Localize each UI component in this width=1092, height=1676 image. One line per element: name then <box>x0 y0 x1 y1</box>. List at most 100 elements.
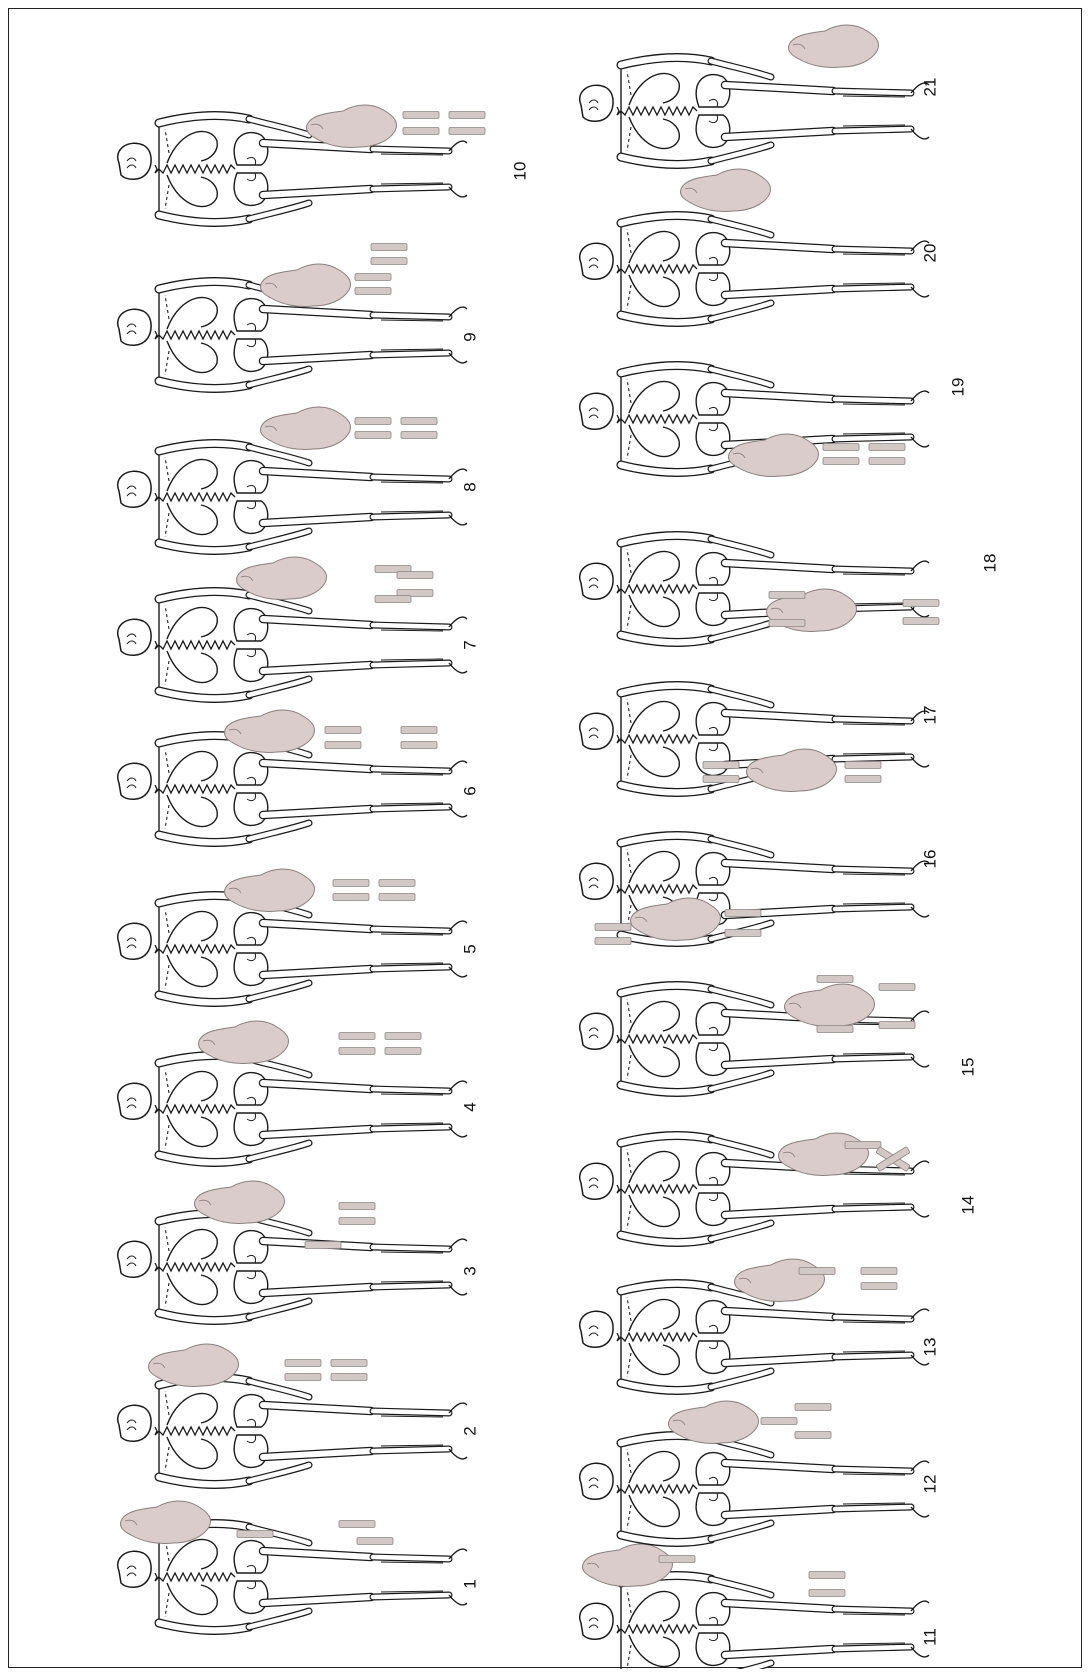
bar-object-6-1 <box>324 726 362 734</box>
skeleton-12 <box>580 1436 929 1543</box>
bar-object-2-1 <box>284 1359 322 1367</box>
burial-label-8: 8 <box>460 482 479 491</box>
bar-object-1-2 <box>338 1520 376 1528</box>
bar-object-1-1 <box>236 1530 274 1538</box>
bar-object-10-3 <box>402 127 440 135</box>
bar-object-5-3 <box>332 893 370 901</box>
textile-7 <box>235 556 328 601</box>
bar-object-10-4 <box>448 127 486 135</box>
bar-object-12-2 <box>794 1403 832 1411</box>
burial-21 <box>580 24 929 165</box>
bar-object-8-4 <box>400 431 438 439</box>
bar-object-18-1 <box>768 591 806 599</box>
bar-object-3-1 <box>304 1241 342 1249</box>
bar-object-6-3 <box>324 741 362 749</box>
bar-object-19-3 <box>822 457 860 465</box>
burial-label-16: 16 <box>920 850 939 869</box>
textile-8 <box>259 406 352 451</box>
burial-17 <box>580 686 929 793</box>
bar-object-1-3 <box>356 1537 394 1545</box>
bar-object-13-1 <box>798 1267 836 1275</box>
burial-label-3: 3 <box>460 1266 479 1275</box>
skeleton-7 <box>118 592 467 699</box>
bar-object-4-3 <box>338 1047 376 1055</box>
bar-object-9-2 <box>370 257 408 265</box>
bar-object-15-3 <box>816 1025 854 1033</box>
burial-9 <box>118 243 467 389</box>
bar-object-5-1 <box>332 879 370 887</box>
bar-object-3-3 <box>338 1202 376 1210</box>
bar-object-18-3 <box>902 599 940 607</box>
bar-object-18-2 <box>768 619 806 627</box>
bar-object-16-2 <box>594 937 632 945</box>
bar-object-5-4 <box>378 893 416 901</box>
bar-object-17-2 <box>702 775 740 783</box>
burial-12 <box>580 1400 929 1543</box>
bar-object-6-2 <box>400 726 438 734</box>
burial-label-10: 10 <box>510 162 529 181</box>
bar-object-2-3 <box>284 1373 322 1381</box>
textile-1 <box>119 1500 212 1545</box>
bar-object-7-3 <box>374 595 412 603</box>
textile-14 <box>777 1132 870 1177</box>
bar-object-2-2 <box>330 1359 368 1367</box>
burial-label-5: 5 <box>460 944 479 953</box>
burial-1 <box>118 1500 467 1630</box>
textile-13 <box>733 1258 826 1303</box>
textile-3 <box>193 1180 286 1225</box>
bar-object-10-1 <box>402 111 440 119</box>
bar-object-8-1 <box>354 417 392 425</box>
textile-5 <box>223 868 316 913</box>
textile-11 <box>581 1543 674 1588</box>
burial-16 <box>580 836 929 945</box>
bar-object-18-4 <box>902 617 940 625</box>
textile-9 <box>259 263 352 308</box>
skeleton-16 <box>580 836 929 943</box>
skeleton-5 <box>118 896 467 1003</box>
textile-12 <box>667 1400 760 1445</box>
bar-object-16-3 <box>724 909 762 917</box>
burial-19 <box>580 366 929 478</box>
textile-21 <box>787 24 880 69</box>
burial-label-17: 17 <box>920 706 939 725</box>
skeleton-15 <box>580 986 929 1093</box>
bar-object-16-4 <box>724 929 762 937</box>
bar-object-15-4 <box>878 1021 916 1029</box>
bar-object-11-2 <box>808 1571 846 1579</box>
burial-14 <box>580 1133 929 1242</box>
textile-15 <box>783 983 876 1028</box>
burial-label-11: 11 <box>920 1628 939 1646</box>
bar-object-9-3 <box>354 273 392 281</box>
burial-label-13: 13 <box>920 1338 939 1357</box>
bar-object-12-3 <box>794 1431 832 1439</box>
skeleton-21 <box>580 58 929 165</box>
skeleton-4 <box>118 1056 467 1163</box>
bar-object-15-2 <box>878 983 916 991</box>
skeleton-18 <box>580 536 929 643</box>
bar-object-6-4 <box>400 741 438 749</box>
burial-4 <box>118 1020 467 1163</box>
burial-13 <box>580 1258 929 1390</box>
skeleton-11 <box>580 1576 929 1669</box>
burial-2 <box>118 1343 467 1484</box>
bar-object-8-3 <box>354 431 392 439</box>
bar-object-14-1 <box>844 1141 882 1149</box>
skeleton-8 <box>118 444 467 551</box>
skeleton-3 <box>118 1214 467 1321</box>
bar-object-19-4 <box>868 457 906 465</box>
burial-label-6: 6 <box>460 786 479 795</box>
bar-object-17-4 <box>844 775 882 783</box>
burial-20 <box>580 168 929 322</box>
burial-7 <box>118 556 467 699</box>
textile-17 <box>745 748 838 793</box>
skeleton-6 <box>118 736 467 843</box>
bar-object-11-3 <box>808 1589 846 1597</box>
burial-label-7: 7 <box>460 640 479 649</box>
burial-label-20: 20 <box>920 244 939 263</box>
burial-label-1: 1 <box>460 1579 479 1588</box>
textile-20 <box>679 168 772 213</box>
bar-object-2-4 <box>330 1373 368 1381</box>
burial-8 <box>118 406 467 551</box>
